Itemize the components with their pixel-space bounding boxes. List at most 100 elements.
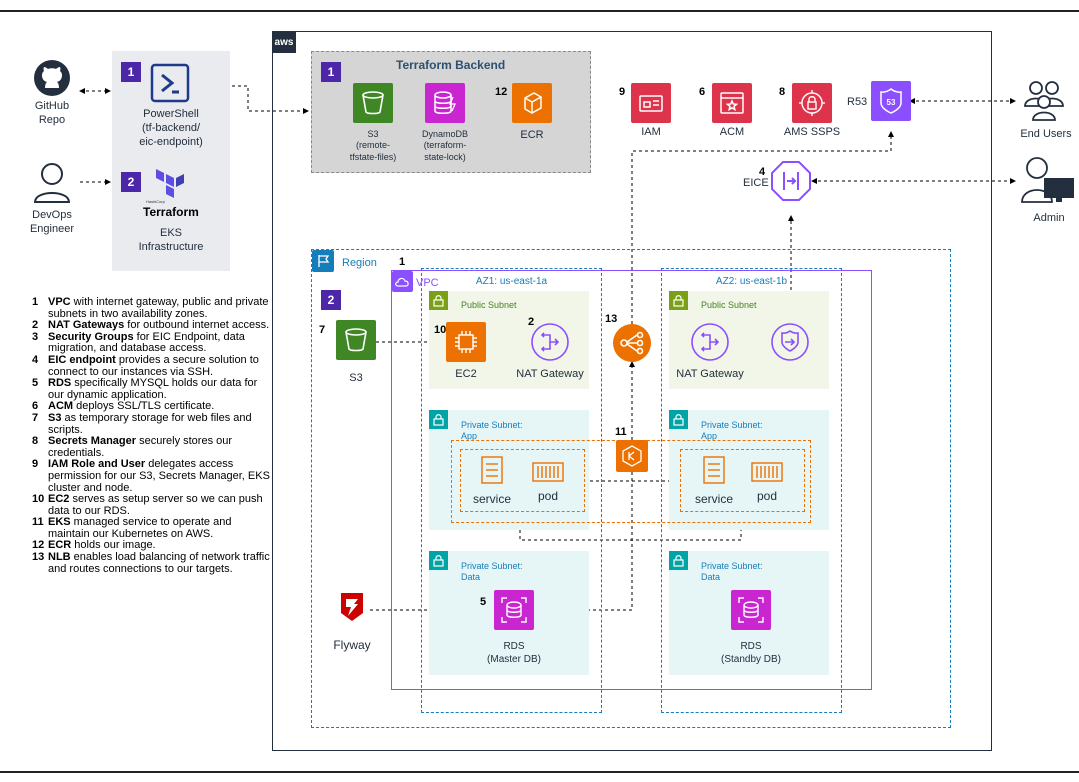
- eks-nodegroup-az1: [460, 449, 585, 512]
- legend-item-description: as temporary storage for web files and s…: [48, 411, 252, 436]
- legend-item-number: 10: [32, 493, 45, 506]
- legend-item-number: 3: [32, 330, 39, 343]
- legend-item-text: IAM Role and User delegates access permi…: [48, 458, 272, 494]
- legend-item-term: EC2: [48, 493, 70, 506]
- legend-item-description: specifically MYSQL holds our data for ou…: [48, 377, 258, 401]
- iam-label: IAM: [641, 126, 661, 138]
- end-users-icon: [1022, 78, 1066, 122]
- legend-item-description: deploys SSL/TLS certificate.: [73, 400, 215, 413]
- end-users-label: End Users: [1020, 128, 1072, 140]
- vpc-icon: [392, 271, 413, 292]
- legend-item-term: S3: [48, 411, 62, 424]
- nat-gateway-az1-icon: [530, 322, 570, 362]
- aws-logo: aws: [272, 31, 296, 53]
- legend-item-number: 9: [32, 458, 39, 471]
- legend-item-description: for EIC Endpoint, data migration, and da…: [48, 330, 245, 355]
- nat-number: 2: [528, 316, 535, 328]
- rds-master-label: RDS (Master DB): [487, 641, 541, 665]
- legend-item: 1 VPC with internet gateway, public and p…: [32, 296, 272, 320]
- admin-label: Admin: [1033, 212, 1065, 224]
- private-subnet-data-az2-lock-icon: [669, 551, 688, 570]
- legend-item: 6 ACM deploys SSL/TLS certificate.: [32, 401, 272, 413]
- ecr-icon: [512, 83, 552, 123]
- ssps-number: 8: [779, 86, 786, 98]
- private-subnet-data-az2-label: Private Subnet: Data: [701, 561, 763, 583]
- terraform-wordmark: Terraform: [143, 205, 199, 219]
- service-az2-icon: [702, 456, 726, 484]
- acm-label: ACM: [719, 126, 745, 138]
- rds-master-icon: [494, 590, 534, 630]
- region-badge: 2: [321, 290, 341, 310]
- s3-backend-icon: [353, 83, 393, 123]
- legend-item: 9 IAM Role and User delegates access perm…: [32, 458, 272, 494]
- terraform-logo-small: HashiCorp: [146, 199, 165, 204]
- legend-item-number: 7: [32, 411, 39, 424]
- flyway-label: Flyway: [333, 638, 371, 652]
- legend-item-description: managed service to operate and maintain …: [48, 516, 232, 540]
- legend-item-text: EKS managed service to operate and maint…: [48, 516, 272, 540]
- legend-item-text: S3 as temporary storage for web files an…: [48, 411, 272, 436]
- github-label: GitHub Repo: [34, 100, 70, 126]
- eice-number: 4: [759, 166, 766, 178]
- legend-item-number: 8: [32, 435, 39, 448]
- legend-item-text: ECR holds our image.: [48, 540, 156, 552]
- region-boundary: [311, 249, 951, 728]
- region-label: Region: [342, 257, 377, 269]
- legend-item: 3 Security Groups for EIC Endpoint, data …: [32, 330, 272, 355]
- s3-number: 7: [319, 324, 326, 336]
- pod-az1-label: pod: [537, 489, 559, 503]
- legend-item-number: 4: [32, 353, 39, 366]
- dynamodb-icon: [425, 83, 465, 123]
- backend-badge: 1: [321, 62, 341, 82]
- region-flag-icon: [312, 250, 334, 272]
- eks-number: 11: [615, 426, 627, 438]
- legend-item-term: Security Groups: [48, 330, 134, 343]
- private-subnet-app-az2: [669, 410, 829, 530]
- legend-item-text: ACM deploys SSL/TLS certificate.: [48, 401, 214, 413]
- acm-icon: [712, 83, 752, 123]
- eic-endpoint-subnet-icon: [770, 322, 810, 362]
- nlb-number: 13: [605, 313, 618, 325]
- tooling-panel: [112, 51, 230, 271]
- legend-item-term: VPC: [48, 296, 71, 308]
- legend-item-number: 12: [32, 539, 45, 552]
- legend-item-number: 6: [32, 400, 39, 413]
- legend-item-number: 11: [32, 516, 44, 529]
- legend-item-description: serves as setup server so we can push da…: [48, 493, 263, 517]
- nat-gateway-az2-icon: [690, 322, 730, 362]
- legend-item-description: delegates access permission for our S3, …: [48, 458, 270, 494]
- top-rule: [0, 10, 1079, 12]
- eks-icon: [616, 440, 648, 472]
- powershell-icon: [150, 63, 190, 103]
- legend-item-term: NAT Gateways: [48, 319, 125, 332]
- az2-boundary: [661, 268, 842, 713]
- devops-engineer-label: DevOps Engineer: [29, 209, 75, 235]
- iam-icon: [631, 83, 671, 123]
- pod-az2-icon: [751, 462, 783, 482]
- public-subnet-az2: [669, 291, 829, 389]
- bottom-rule: [0, 771, 1079, 773]
- secrets-manager-icon: [792, 83, 832, 123]
- github-icon: [32, 58, 72, 98]
- legend-item-number: 5: [32, 377, 39, 390]
- legend-item-number: 1: [32, 296, 39, 308]
- legend-item-term: NLB: [48, 551, 71, 564]
- vpc-boundary: [391, 270, 872, 690]
- legend-item-description: for outbound internet access.: [124, 319, 270, 332]
- ecr-label: ECR: [520, 129, 544, 141]
- az1-label: AZ1: us-east-1a: [475, 276, 548, 287]
- eic-endpoint-icon: [770, 160, 812, 202]
- legend-item-term: EIC endpoint: [48, 353, 116, 366]
- legend-item: 11 EKS managed service to operate and mai…: [32, 516, 272, 540]
- devops-engineer-icon: [32, 160, 72, 204]
- ec2-number: 10: [434, 324, 447, 336]
- legend-item-description: provides a secure solution to connect to…: [48, 353, 259, 378]
- legend-item-term: IAM Role and User: [48, 458, 146, 471]
- legend-item-text: VPC with internet gateway, public and pr…: [48, 296, 272, 320]
- legend-list: 1 VPC with internet gateway, public and p…: [32, 296, 272, 575]
- public-subnet-az1-lock-icon: [429, 291, 448, 310]
- legend-item-description: holds our image.: [71, 539, 156, 552]
- eice-label: EICE: [743, 177, 769, 189]
- rds-standby-label: RDS (Standby DB): [720, 641, 782, 665]
